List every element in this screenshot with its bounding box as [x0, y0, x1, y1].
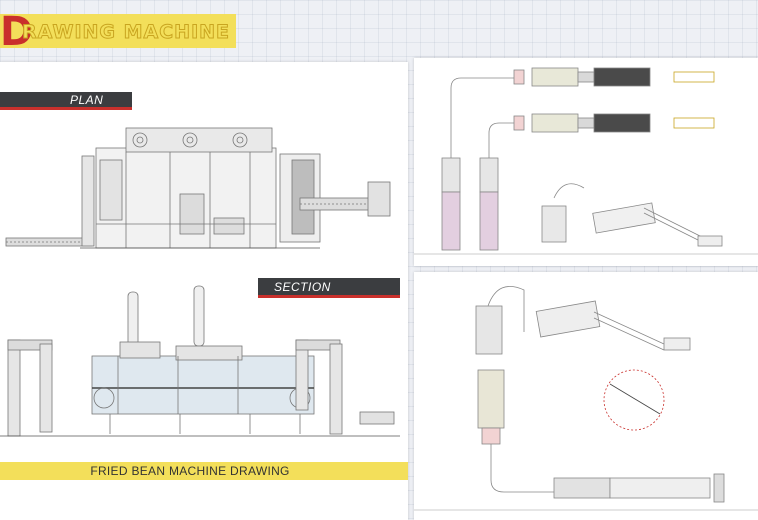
page-title: RAWING MACHINE	[21, 21, 231, 44]
header-strip	[0, 14, 236, 48]
logo-letter: D	[0, 9, 34, 55]
layout-drawing-bottom-art	[414, 286, 758, 511]
plan-label: PLAN	[0, 92, 132, 110]
section-drawing	[0, 285, 400, 437]
plan-drawing	[5, 127, 391, 249]
caption-bar	[0, 462, 408, 480]
layout-drawing-top	[414, 58, 758, 266]
drawing-caption: FRIED BEAN MACHINE DRAWING	[90, 464, 290, 478]
section-label: SECTION	[258, 278, 400, 298]
layout-drawing-top-art	[414, 67, 758, 255]
